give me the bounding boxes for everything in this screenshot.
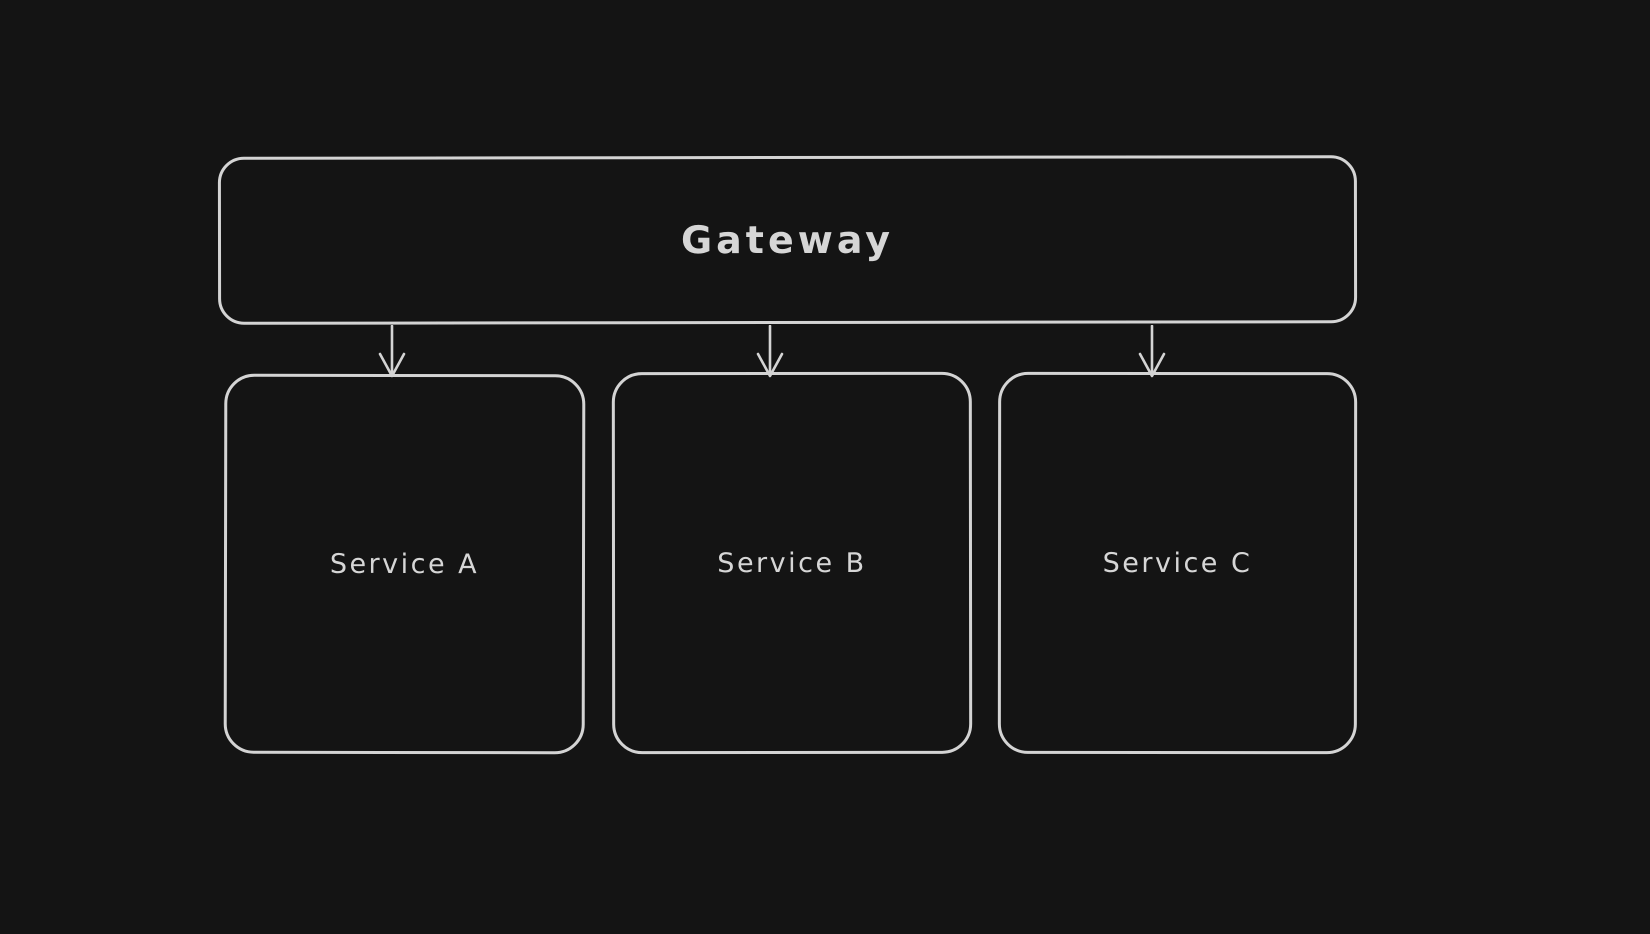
service-a-node-label: Service A <box>329 548 480 580</box>
edge-gateway-to-service-a[interactable] <box>370 325 414 379</box>
edge-gateway-to-service-c[interactable] <box>1130 325 1174 379</box>
service-b-node[interactable]: Service B <box>611 371 973 755</box>
arrow-down-icon <box>1138 325 1166 378</box>
service-a-node[interactable]: Service A <box>223 373 586 755</box>
arrow-down-icon <box>756 325 784 378</box>
edge-gateway-to-service-b[interactable] <box>748 325 792 379</box>
service-b-node-label: Service B <box>717 547 867 579</box>
service-c-node-label: Service C <box>1102 547 1253 579</box>
gateway-node[interactable]: Gateway <box>217 155 1358 325</box>
arrow-down-icon <box>378 325 406 378</box>
gateway-node-label: Gateway <box>680 217 895 263</box>
service-c-node[interactable]: Service C <box>997 371 1358 755</box>
